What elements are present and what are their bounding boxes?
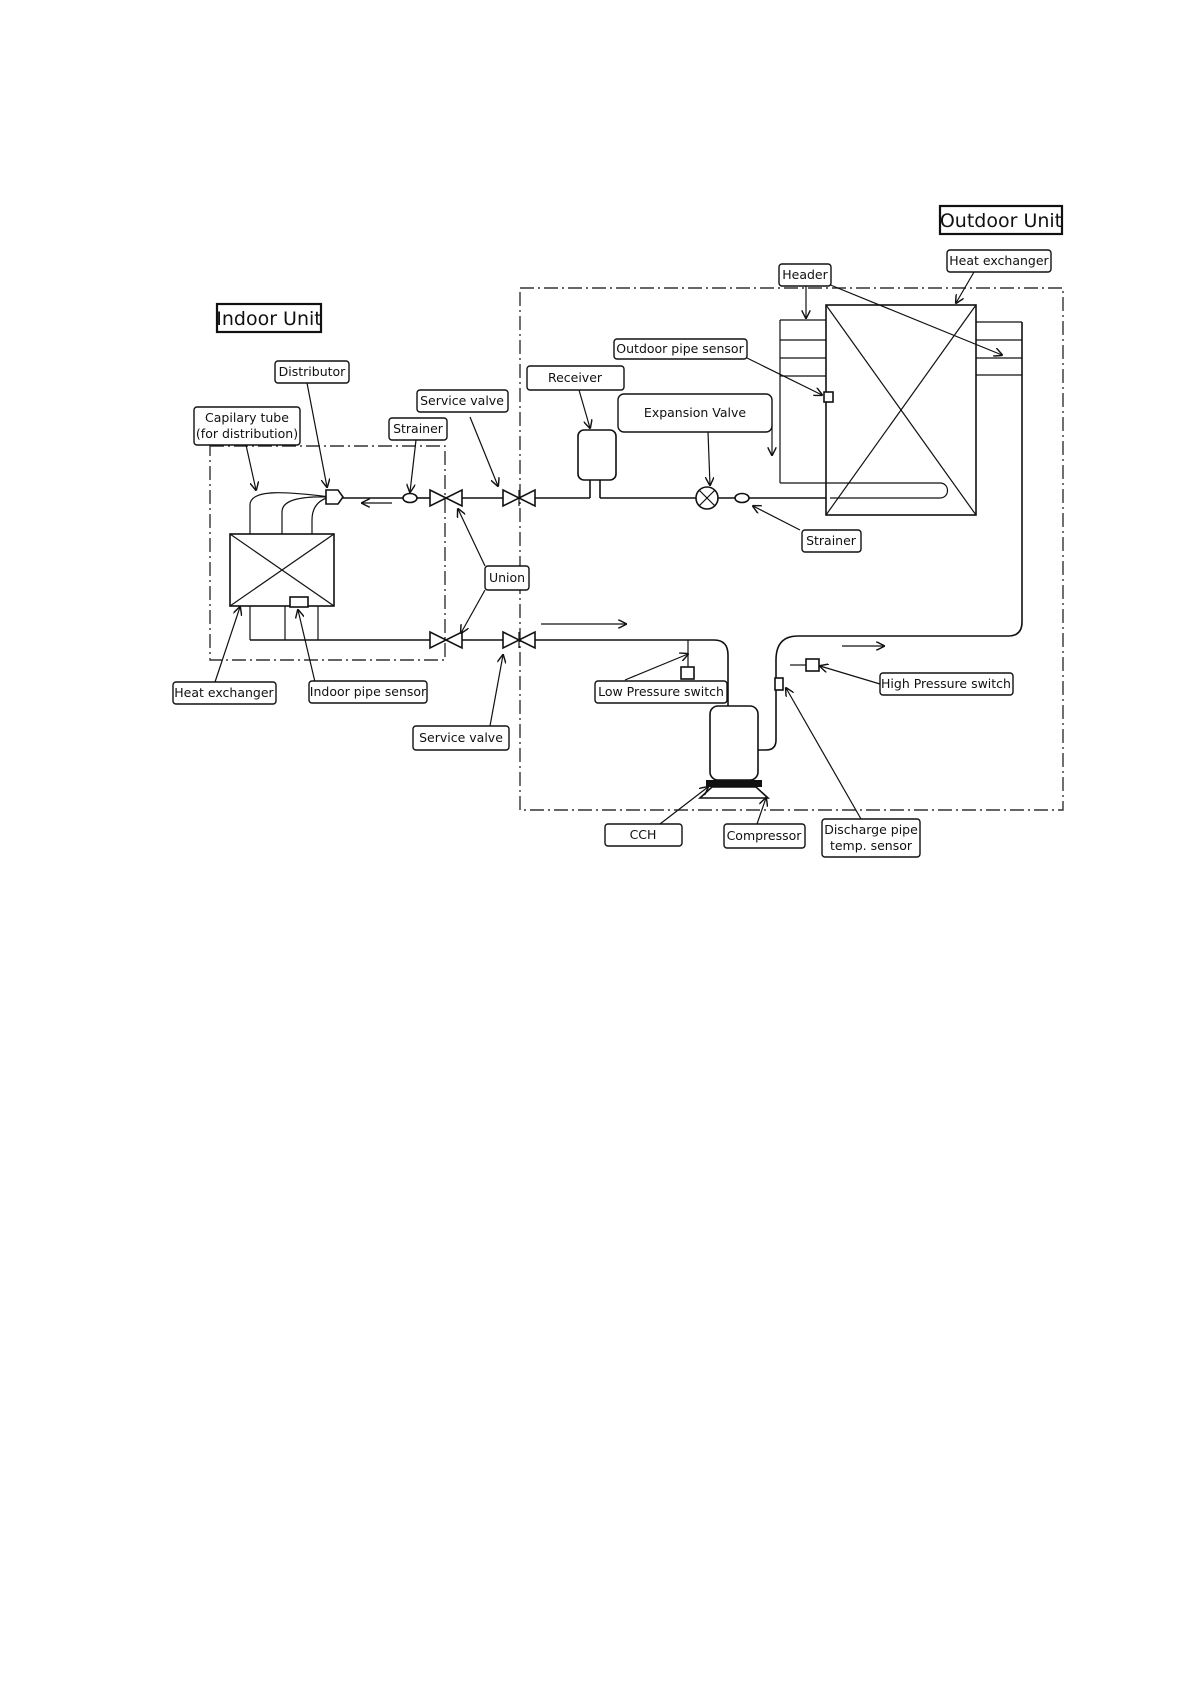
low-pressure-switch-icon: [680, 666, 695, 680]
label-strainer-indoor: Strainer: [388, 417, 448, 441]
receiver-icon: [577, 429, 617, 481]
label-cch: CCH: [604, 823, 683, 847]
label-service-valve-top: Service valve: [416, 389, 509, 413]
header-tubes-right: [976, 321, 1022, 376]
capillary-tubes: [249, 492, 331, 534]
indoor-pipe-sensor-icon: [289, 596, 309, 608]
label-discharge-temp-sensor: Discharge pipe temp. sensor: [821, 818, 921, 858]
indoor-unit-boundary: [209, 445, 446, 661]
svg-text:Indoor Unit: Indoor Unit: [216, 308, 321, 330]
svg-text:Capilary tube: Capilary tube: [205, 410, 289, 425]
svg-text:Service valve: Service valve: [419, 730, 503, 745]
svg-text:Outdoor pipe sensor: Outdoor pipe sensor: [616, 341, 744, 356]
svg-text:Outdoor Unit: Outdoor Unit: [940, 210, 1062, 232]
outdoor-strainer-icon: [734, 492, 750, 504]
label-low-pressure-switch: Low Pressure switch: [594, 680, 728, 704]
label-high-pressure-switch: High Pressure switch: [879, 672, 1014, 696]
outdoor-pipe-sensor-icon: [823, 391, 834, 403]
svg-text:Indoor pipe sensor: Indoor pipe sensor: [310, 684, 427, 699]
header-tubes-left: [779, 319, 949, 499]
label-capillary-tube: Capilary tube (for distribution): [193, 406, 301, 446]
expansion-valve-icon: [695, 486, 719, 510]
label-heat-exchanger-outdoor: Heat exchanger: [946, 249, 1052, 273]
svg-text:Compressor: Compressor: [727, 828, 803, 843]
label-compressor: Compressor: [723, 823, 806, 849]
label-service-valve-bottom: Service valve: [412, 725, 510, 751]
label-strainer-outdoor: Strainer: [801, 529, 862, 553]
indoor-strainer-icon: [402, 492, 418, 504]
discharge-temp-sensor-icon: [774, 677, 784, 691]
label-header: Header: [778, 263, 832, 287]
label-heat-exchanger-indoor: Heat exchanger: [172, 681, 277, 705]
svg-text:High Pressure switch: High Pressure switch: [881, 676, 1011, 691]
leader-arrows: [214, 271, 1002, 825]
label-expansion-valve: Expansion Valve: [617, 393, 773, 433]
indoor-heat-exchanger: [229, 533, 335, 607]
svg-text:CCH: CCH: [630, 827, 657, 842]
compressor-icon: [697, 705, 771, 799]
label-indoor-pipe-sensor: Indoor pipe sensor: [308, 680, 428, 704]
svg-text:Service valve: Service valve: [420, 393, 504, 408]
label-outdoor-pipe-sensor: Outdoor pipe sensor: [613, 338, 748, 360]
label-union: Union: [484, 565, 530, 591]
svg-text:Distributor: Distributor: [279, 364, 347, 379]
svg-text:Heat exchanger: Heat exchanger: [174, 685, 274, 700]
outdoor-unit-title: Outdoor Unit: [938, 204, 1064, 236]
union-valve-bottom: [429, 630, 463, 650]
discharge-line: [757, 322, 1023, 751]
svg-text:Discharge pipe: Discharge pipe: [824, 822, 918, 837]
label-distributor: Distributor: [274, 360, 350, 384]
svg-text:Union: Union: [489, 570, 525, 585]
outdoor-unit-boundary: [519, 287, 1064, 811]
svg-text:Strainer: Strainer: [393, 421, 444, 436]
high-pressure-switch-icon: [805, 658, 820, 672]
svg-text:Heat exchanger: Heat exchanger: [949, 253, 1049, 268]
svg-text:temp. sensor: temp. sensor: [830, 838, 913, 853]
label-receiver: Receiver: [526, 365, 625, 391]
svg-text:Strainer: Strainer: [806, 533, 857, 548]
distributor-icon: [325, 489, 344, 505]
svg-text:(for distribution): (for distribution): [196, 426, 298, 441]
svg-text:Expansion Valve: Expansion Valve: [644, 405, 746, 420]
svg-text:Header: Header: [782, 267, 828, 282]
svg-text:Low Pressure switch: Low Pressure switch: [598, 684, 724, 699]
indoor-unit-title: Indoor Unit: [215, 302, 323, 334]
union-valve-top: [429, 488, 463, 508]
svg-text:Receiver: Receiver: [548, 370, 603, 385]
outdoor-heat-exchanger: [825, 304, 977, 516]
